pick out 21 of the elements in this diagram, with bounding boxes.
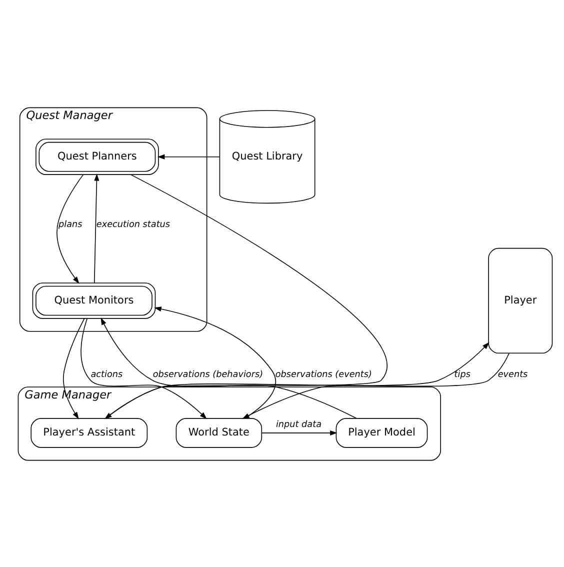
edge-label: observations (behaviors) xyxy=(152,370,264,380)
edge-label: plans xyxy=(58,220,82,230)
arrow xyxy=(94,173,100,283)
edge-label: observations (events) xyxy=(275,370,372,380)
arrow xyxy=(56,174,84,284)
edge-label: actions xyxy=(90,370,123,380)
node-box: World State xyxy=(176,418,262,448)
node-box: Quest Monitors xyxy=(32,282,156,318)
arrow xyxy=(261,430,338,435)
arrow xyxy=(63,318,85,419)
node-box: Player Model xyxy=(336,418,428,448)
node-box: Player xyxy=(488,247,553,354)
node-box: Player's Assistant xyxy=(30,418,148,448)
node-box: Quest Planners xyxy=(36,138,159,174)
arrow xyxy=(242,352,510,418)
edge-label: input data xyxy=(276,420,322,430)
edge-label: tips xyxy=(454,370,470,380)
edge-label: execution status xyxy=(96,220,170,230)
arrow xyxy=(157,154,220,159)
edge-label: events xyxy=(498,370,528,380)
arrow xyxy=(154,306,276,418)
